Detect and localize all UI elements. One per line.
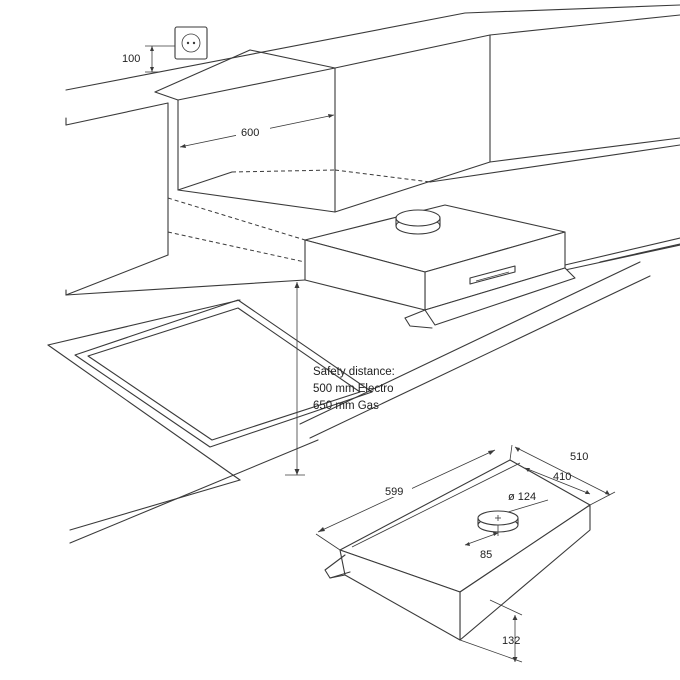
- dim-132-label: 132: [502, 635, 520, 647]
- dim-hood-depth-outer: 510: [509, 444, 616, 506]
- installed-hood: [304, 204, 576, 329]
- dim-510-label: 510: [570, 451, 588, 463]
- dim-410-label: 410: [553, 471, 571, 483]
- dim-124-label: ø 124: [508, 491, 536, 503]
- dim-hood-depth-inner: 410: [524, 467, 591, 495]
- wall-cabinets: [65, 4, 680, 296]
- dim-599-label: 599: [385, 486, 403, 498]
- safety-line-2: 500 mm Electro: [313, 383, 394, 395]
- dim-duct-diameter: ø 124: [507, 491, 549, 513]
- dim-hood-length: 599: [315, 449, 496, 551]
- safety-line-3: 650 mm Gas: [313, 400, 379, 412]
- dim-duct-offset: 85: [464, 525, 499, 561]
- dim-100-label: 100: [122, 53, 140, 65]
- safety-line-1: Safety distance:: [313, 366, 395, 378]
- dim-socket-height: 100: [122, 45, 175, 73]
- dim-hood-height: 132: [459, 599, 523, 663]
- wall-socket: [174, 26, 208, 60]
- cooktop-hob: [74, 299, 373, 448]
- dim-600-label: 600: [241, 127, 259, 139]
- dim-cabinet-width: 600: [179, 114, 335, 148]
- dim-safety-distance: Safety distance: 500 mm Electro 650 mm G…: [285, 282, 395, 476]
- hood-detail: [324, 459, 591, 641]
- dim-85-label: 85: [480, 549, 492, 561]
